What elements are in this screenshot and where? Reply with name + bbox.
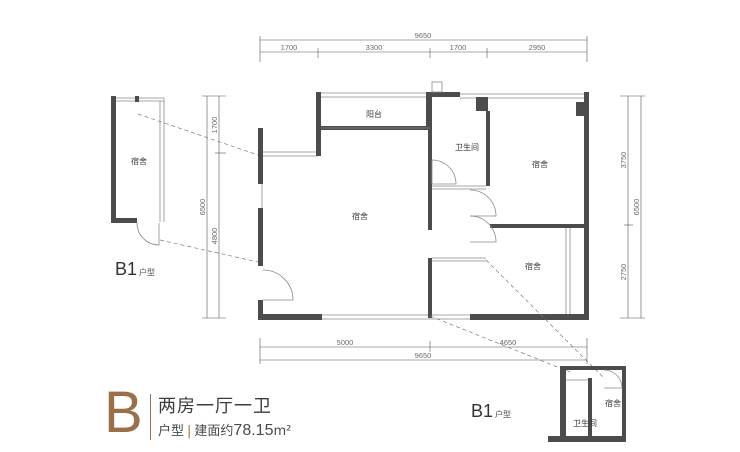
- area-prefix: 建面约: [194, 424, 234, 439]
- right-total-dim: 6500: [632, 199, 641, 216]
- bottom-dimension: 5000 4650 9650: [259, 338, 588, 364]
- left-inset-sublabel: 户型: [139, 267, 155, 277]
- legend-separator: |: [187, 424, 192, 439]
- right-dim-2: 2750: [619, 264, 628, 281]
- right-dim-1: 3750: [619, 152, 628, 169]
- layout-title: 两房一厅一卫: [158, 396, 272, 417]
- bottom-total-dim: 9650: [415, 351, 432, 360]
- bottom-dim-2: 4650: [500, 338, 517, 347]
- layout-letter: B: [104, 380, 143, 445]
- legend-divider: [150, 394, 151, 440]
- left-dim-2: 4800: [210, 228, 219, 245]
- left-inset-dorm-label: 宿舍: [131, 156, 147, 166]
- main-walls: [258, 81, 589, 320]
- area-value: 78.15: [233, 422, 274, 439]
- area-line: 户型|建面约78.15m²: [158, 420, 291, 440]
- top-dim-1: 1700: [281, 43, 298, 52]
- top-total-dim: 9650: [415, 31, 432, 40]
- top-dimension: 9650 1700 3300 1700 2950: [259, 31, 588, 62]
- type-label: 户型: [158, 424, 185, 439]
- area-unit: m²: [273, 424, 292, 439]
- top-dim-4: 2950: [529, 43, 546, 52]
- left-inset-label: B1: [115, 259, 137, 279]
- left-dim-1: 1700: [210, 117, 219, 134]
- bottom-dim-1: 5000: [337, 338, 354, 347]
- right-dimension: 3750 2750 6500: [619, 95, 645, 319]
- upper-right-dorm-label: 宿舍: [532, 159, 548, 169]
- right-inset-label: B1: [471, 401, 493, 421]
- top-dim-3: 1700: [450, 43, 467, 52]
- lower-right-dorm-label: 宿舍: [525, 261, 541, 271]
- right-inset-dorm-label: 宿舍: [605, 398, 621, 408]
- left-total-dim: 6500: [198, 199, 207, 216]
- right-inset: 宿舍 卫生间: [429, 259, 626, 442]
- right-inset-bath-label: 卫生间: [573, 418, 597, 428]
- left-inset: 宿舍: [111, 96, 259, 263]
- bathroom-label: 卫生间: [455, 142, 479, 152]
- main-dorm-label: 宿舍: [352, 211, 368, 221]
- right-inset-sublabel: 户型: [495, 409, 511, 419]
- left-dimension: 6500 1700 4800: [198, 95, 226, 319]
- balcony-label: 阳台: [366, 109, 382, 119]
- top-dim-2: 3300: [366, 43, 383, 52]
